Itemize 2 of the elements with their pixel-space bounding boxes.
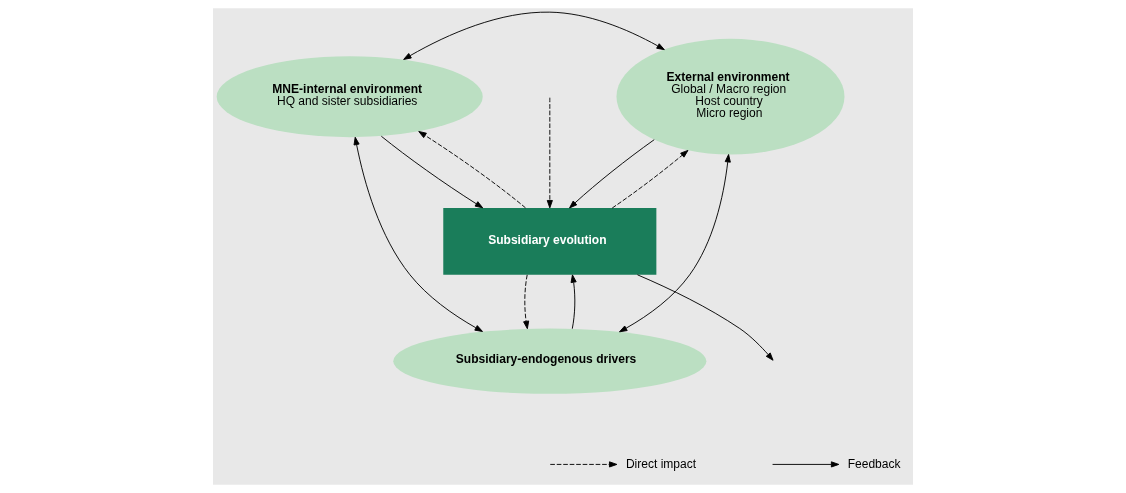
legend-label: Direct impact: [625, 456, 697, 471]
legend-label: Feedback: [847, 456, 901, 471]
